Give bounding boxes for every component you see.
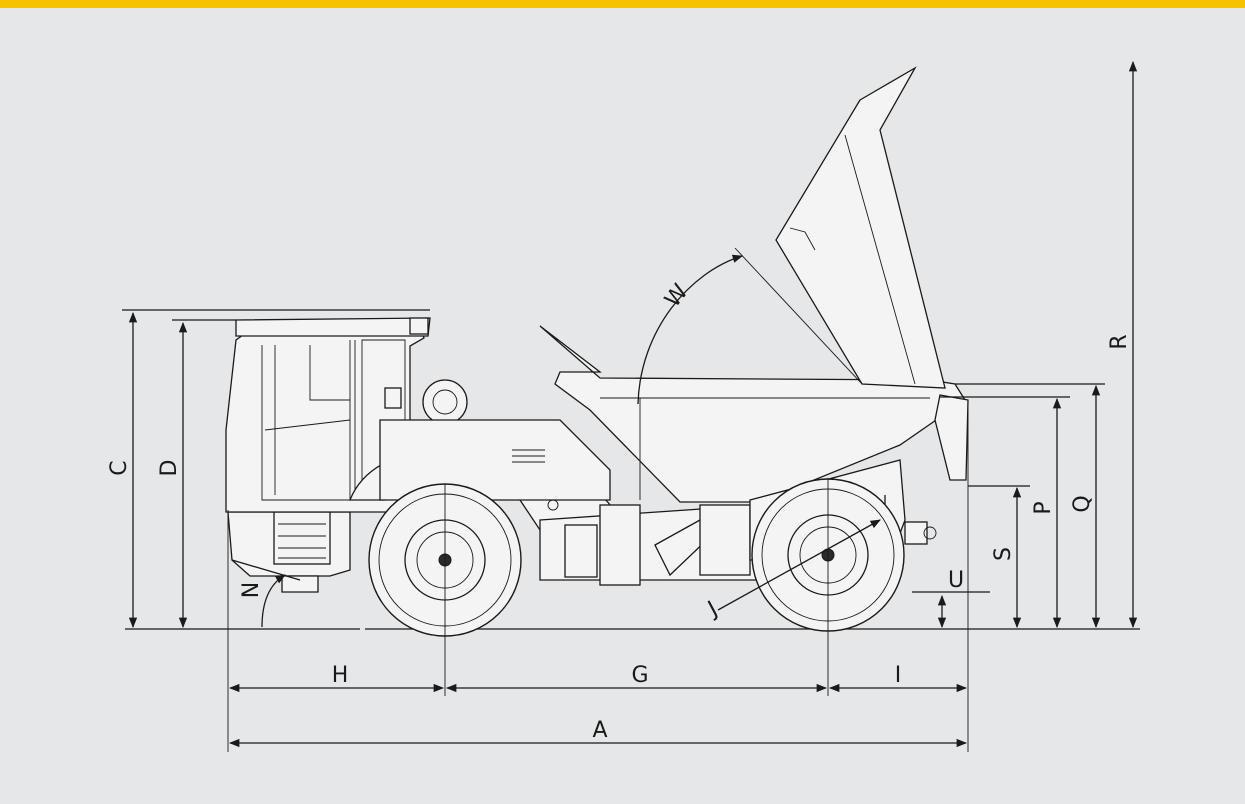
label-a: A <box>592 718 607 743</box>
label-s: S <box>991 547 1016 561</box>
truck-drawing <box>125 66 1140 637</box>
label-c: C <box>107 460 132 475</box>
label-p: P <box>1031 501 1056 514</box>
dimension-lines <box>122 60 1138 752</box>
label-g: G <box>631 663 648 688</box>
label-r: R <box>1107 334 1132 349</box>
label-q: Q <box>1070 495 1095 512</box>
label-w: W <box>660 280 693 313</box>
label-i: I <box>895 663 902 688</box>
accent-bar <box>0 0 1245 8</box>
label-h: H <box>332 663 349 688</box>
label-n: N <box>239 582 264 598</box>
label-d: D <box>157 460 182 477</box>
label-u: U <box>948 568 964 593</box>
